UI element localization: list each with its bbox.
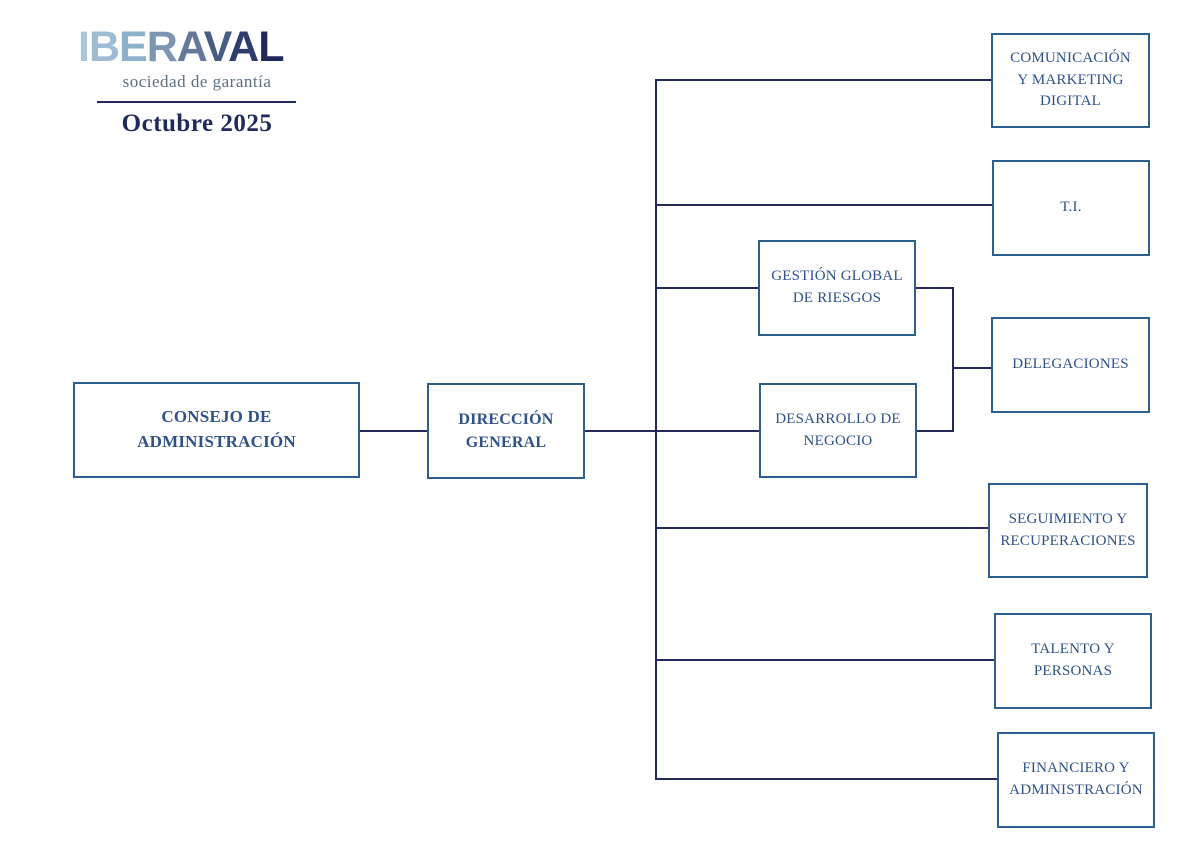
node-comunicacion-marketing-digital: COMUNICACIÓN Y MARKETING DIGITAL bbox=[991, 33, 1150, 128]
node-delegaciones: DELEGACIONES bbox=[991, 317, 1150, 413]
node-desarrollo-negocio: DESARROLLO DE NEGOCIO bbox=[759, 383, 917, 478]
node-label: FINANCIERO Y ADMINISTRACIÓN bbox=[1009, 760, 1143, 798]
node-label: CONSEJO DE ADMINISTRACIÓN bbox=[137, 407, 296, 451]
node-talento-personas: TALENTO Y PERSONAS bbox=[994, 613, 1152, 709]
header-divider bbox=[97, 101, 296, 103]
node-seguimiento-recuperaciones: SEGUIMIENTO Y RECUPERACIONES bbox=[988, 483, 1148, 578]
branch-ti bbox=[655, 204, 992, 206]
connector-delegaciones bbox=[952, 367, 991, 369]
node-label: GESTIÓN GLOBAL DE RIESGOS bbox=[771, 268, 903, 306]
node-gestion-global-riesgos: GESTIÓN GLOBAL DE RIESGOS bbox=[758, 240, 916, 336]
branch-seguimiento bbox=[655, 527, 988, 529]
node-label: COMUNICACIÓN Y MARKETING DIGITAL bbox=[1010, 49, 1131, 110]
branch-gestion bbox=[655, 287, 758, 289]
connector-direccion-desarrollo bbox=[585, 430, 759, 432]
connector-desarrollo-bracket bbox=[917, 430, 954, 432]
node-label: DELEGACIONES bbox=[1012, 356, 1129, 373]
connector-consejo-direccion bbox=[360, 430, 427, 432]
bracket-vertical-line bbox=[952, 287, 954, 432]
date-title: Octubre 2025 bbox=[121, 110, 273, 137]
branch-comunicacion bbox=[655, 79, 991, 81]
branch-financiero bbox=[655, 778, 997, 780]
node-label: SEGUIMIENTO Y RECUPERACIONES bbox=[1000, 510, 1136, 549]
trunk-line bbox=[655, 79, 657, 780]
node-label: T.I. bbox=[1060, 199, 1082, 216]
node-direccion-general: DIRECCIÓN GENERAL bbox=[427, 383, 585, 479]
connector-gestion-bracket bbox=[916, 287, 954, 289]
node-financiero-administracion: FINANCIERO Y ADMINISTRACIÓN bbox=[997, 732, 1155, 828]
iberaval-logo: IBERAVAL bbox=[78, 23, 284, 71]
node-ti: T.I. bbox=[992, 160, 1150, 256]
node-consejo-de-administracion: CONSEJO DE ADMINISTRACIÓN bbox=[73, 382, 360, 478]
branch-talento bbox=[655, 659, 994, 661]
logo-tagline: sociedad de garantía bbox=[122, 72, 272, 91]
node-label: DIRECCIÓN GENERAL bbox=[458, 410, 554, 451]
node-label: DESARROLLO DE NEGOCIO bbox=[775, 410, 901, 449]
node-label: TALENTO Y PERSONAS bbox=[1031, 641, 1115, 679]
